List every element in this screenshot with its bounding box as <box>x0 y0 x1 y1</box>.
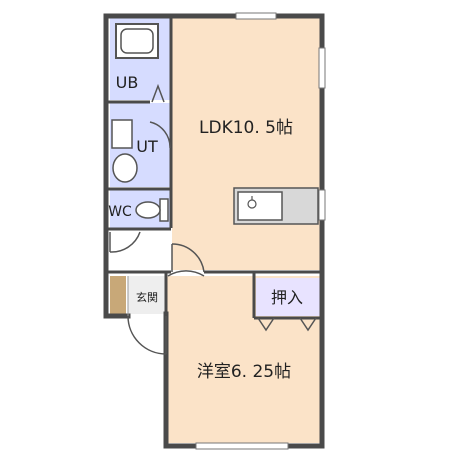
toilet-label: WC <box>108 204 132 220</box>
door-swings <box>109 121 205 355</box>
toilet <box>135 198 169 222</box>
bath-label: UB <box>116 73 139 92</box>
shoe-storage <box>110 276 126 314</box>
entrance-label: 玄関 <box>136 290 158 304</box>
ldk-label: LDK10. 5帖 <box>199 118 293 138</box>
closet-floor <box>256 278 320 316</box>
hall-floor <box>110 230 170 270</box>
utility-label: UT <box>136 137 158 156</box>
windows <box>195 12 326 450</box>
western-room-label: 洋室6. 25帖 <box>197 362 291 382</box>
washbasin <box>111 119 133 149</box>
entrance-floor <box>128 276 166 314</box>
interior-walls <box>108 16 322 320</box>
bathtub <box>115 23 159 59</box>
bath-door <box>151 83 165 103</box>
closet-label: 押入 <box>271 288 303 307</box>
ldk-floor <box>172 18 320 270</box>
kitchen-counter <box>233 187 319 225</box>
closet-doors <box>257 317 317 332</box>
washing-machine <box>112 153 138 183</box>
